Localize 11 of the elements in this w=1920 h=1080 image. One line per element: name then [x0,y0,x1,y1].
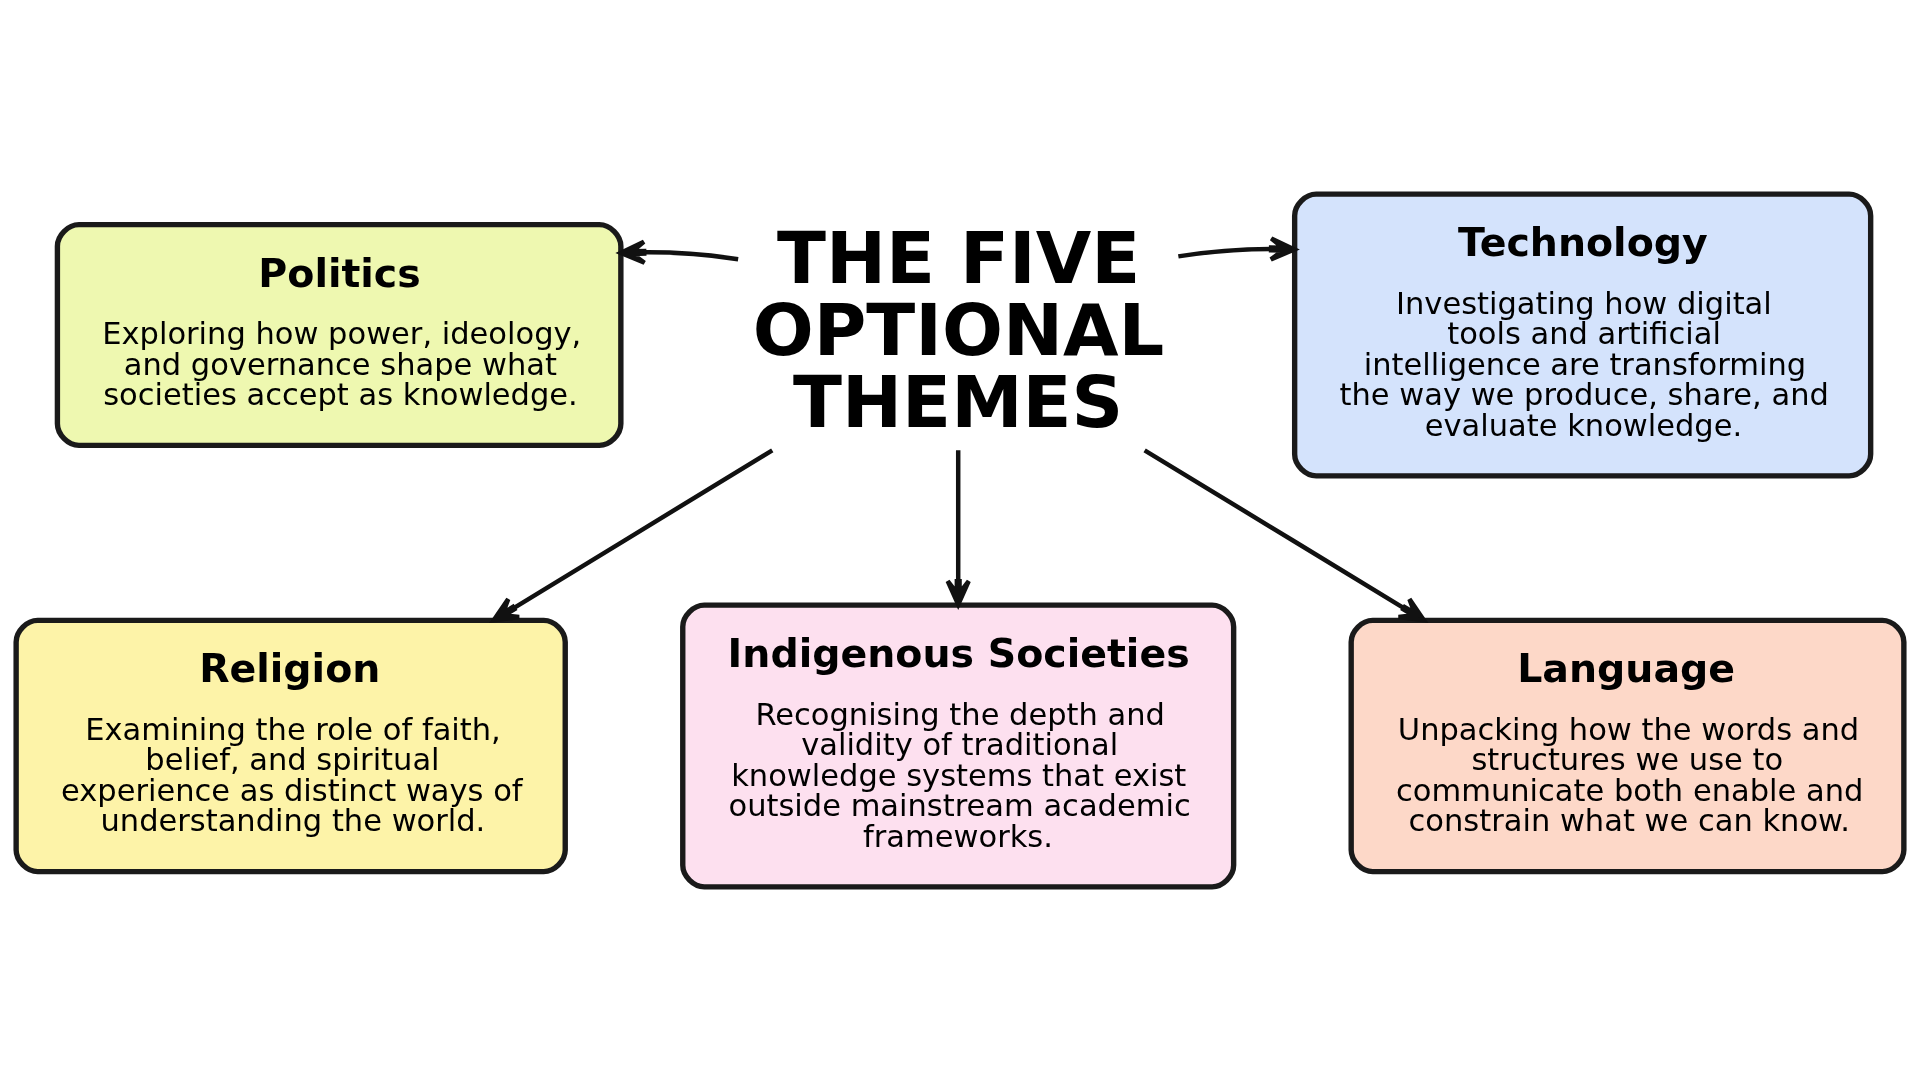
arrow [1178,235,1297,262]
arrow [491,447,774,622]
node-box: Language Unpacking how the words and structures we use to communicate both enable and constrain what we can know. [1348,617,1907,874]
arrow [1143,447,1427,622]
node-box: Religion Examining the role of faith, belief, and spiritual experience as distinct ways of understanding the world. [13,617,568,874]
node-box: Politics Exploring how power, ideology, and governance shape what societies accept as knowledge. [54,221,624,448]
arrow [618,239,739,265]
node-text: THE FIVE OPTIONAL THEMES [752,215,1165,444]
node-box: Indigenous Societies Recognising the depth and validity of traditional knowledge systems that exist outside mainstream academic frameworks. [680,601,1237,889]
node-box: Technology Investigating how digital tools and artificial intelligence are transforming the way we produce, share, and evaluate knowledge. [1291,191,1874,479]
arrow [945,449,971,607]
